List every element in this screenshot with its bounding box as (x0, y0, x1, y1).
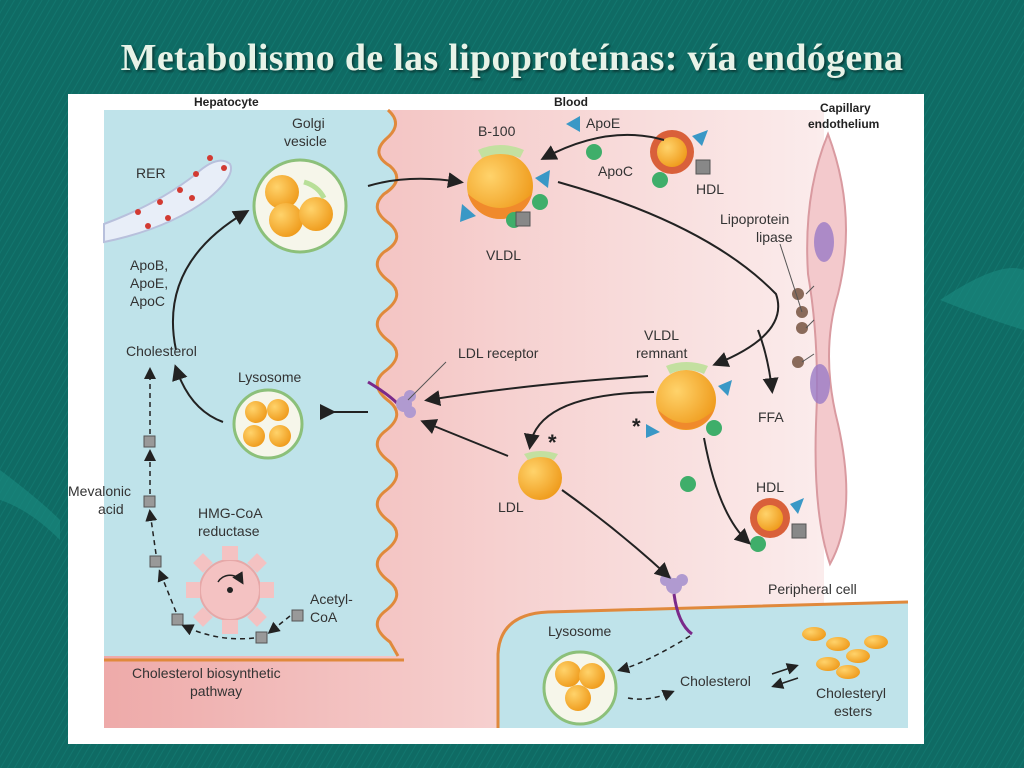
vldl-remnant-label-2: remnant (636, 345, 687, 361)
vldl-remnant-label-1: VLDL (644, 327, 679, 343)
slide-title: Metabolismo de las lipoproteínas: vía en… (120, 37, 904, 79)
hmg-label-1: HMG-CoA (198, 505, 263, 521)
ldl-receptor-label: LDL receptor (458, 345, 539, 361)
lipoprotein-lipase-label-1: Lipoprotein (720, 211, 789, 227)
ribosome-dots (135, 155, 227, 229)
golgi-label-1: Golgi (292, 115, 325, 131)
acetyl-label-2: CoA (310, 609, 338, 625)
cholesterol-right-label: Cholesterol (680, 673, 751, 689)
hepatocyte-membrane (375, 108, 400, 657)
hdl-label-top: HDL (696, 181, 724, 197)
ldl-label: LDL (498, 499, 524, 515)
hdl-particle-bottom (750, 498, 807, 552)
capillary-label-1: Capillary (820, 101, 871, 115)
rer-organelle (103, 159, 232, 244)
ldl-particle (518, 451, 562, 500)
hmg-label-2: reductase (198, 523, 260, 539)
apoc-circle (586, 144, 602, 160)
apoe-triangle (566, 116, 580, 132)
capillary-label-2: endothelium (808, 117, 879, 131)
dashed-arrows (144, 367, 691, 701)
diagram-panel: Hepatocyte Blood Capillary endothelium G… (68, 94, 924, 744)
apoe-label: ApoE (586, 115, 620, 131)
mevalonic-label-1: Mevalonic (68, 483, 131, 499)
free-apoc-circle (680, 476, 696, 492)
vldl-remnant-particle (646, 362, 732, 438)
pathway-intermediates (143, 435, 304, 644)
blood-label: Blood (554, 95, 588, 109)
lpl-leader-lines (407, 243, 815, 401)
equilibrium-arrows (771, 663, 799, 689)
golgi-vesicle (252, 158, 348, 254)
apo-label-1: ApoB, (130, 257, 168, 273)
hmg-coa-reductase-gear (186, 546, 274, 634)
peripheral-cell-label: Peripheral cell (768, 581, 857, 597)
lysosome-left-label: Lysosome (238, 369, 302, 385)
apo-label-2: ApoE, (130, 275, 168, 291)
hepatocyte-label: Hepatocyte (194, 95, 259, 109)
b100-label: B-100 (478, 123, 516, 139)
lipoprotein-pathway-diagram: Hepatocyte Blood Capillary endothelium G… (68, 95, 909, 728)
vldl-particle (460, 145, 550, 228)
remnant-star-label: * (632, 414, 641, 439)
lysosome-left (232, 388, 304, 460)
rer-label: RER (136, 165, 166, 181)
cholesteryl-esters-label-1: Cholesteryl (816, 685, 886, 701)
cholesterol-left-label: Cholesterol (126, 343, 197, 359)
cholesteryl-esters-blobs (802, 627, 888, 679)
ffa-label: FFA (758, 409, 784, 425)
lysosome-right (542, 650, 618, 726)
lipoprotein-lipase-label-2: lipase (756, 229, 793, 245)
acetyl-label-1: Acetyl- (310, 591, 353, 607)
apoc-label: ApoC (598, 163, 633, 179)
hdl-particle-top (650, 130, 711, 188)
peripheral-cell-membrane (496, 600, 909, 728)
pathway-label-1: Cholesterol biosynthetic (132, 665, 281, 681)
pathway-arrows (172, 133, 780, 579)
hdl-label-bottom: HDL (756, 479, 784, 495)
mevalonic-label-2: acid (98, 501, 124, 517)
ldl-star-label: * (548, 430, 557, 455)
golgi-label-2: vesicle (284, 133, 327, 149)
vldl-label: VLDL (486, 247, 521, 263)
pathway-label-2: pathway (190, 683, 242, 699)
lysosome-right-label: Lysosome (548, 623, 612, 639)
cholesteryl-esters-label-2: esters (834, 703, 872, 719)
capillary-endothelium (806, 131, 848, 567)
apo-label-3: ApoC (130, 293, 165, 309)
